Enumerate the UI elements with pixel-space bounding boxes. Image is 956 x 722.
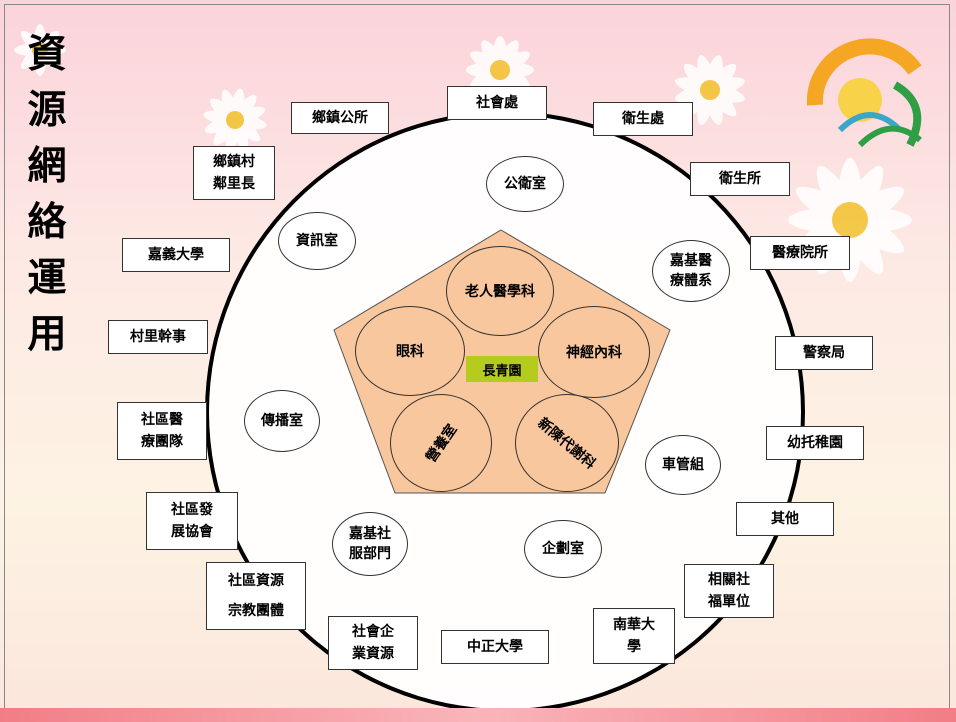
unit-communication: 傳播室 [244,390,320,452]
dept-label: 營養室 [421,420,461,466]
resource-box: 社會處 [447,86,547,120]
unit-vehicle: 車管組 [645,435,721,495]
center-label: 長青園 [466,356,538,382]
resource-label: 幼托稚園 [787,432,843,454]
resource-box: 社區發 展協會 [146,492,238,550]
resource-label: 衛生所 [719,168,761,190]
resource-label: 社區醫 療團隊 [141,409,183,453]
resource-label: 中正大學 [467,636,523,658]
resource-box: 社區醫 療團隊 [117,402,207,460]
resource-label: 村里幹事 [130,326,186,348]
bottom-band [0,708,956,722]
dept-neurology: 神經內科 [538,306,650,398]
resource-label: 嘉義大學 [148,244,204,266]
resource-box: 鄉鎮村 鄰里長 [193,146,275,200]
resource-label: 鄉鎮公所 [312,107,368,129]
dept-geriatrics: 老人醫學科 [446,246,554,336]
resource-label: 社會處 [476,92,518,114]
resource-box: 衛生所 [690,162,790,196]
resource-box: 衛生處 [593,102,693,136]
resource-box: 鄉鎮公所 [291,102,389,134]
resource-label: 社區發 展協會 [171,499,213,543]
dept-label: 神經內科 [566,342,622,362]
unit-label: 資訊室 [296,231,338,251]
unit-planning: 企劃室 [524,520,602,578]
dept-label: 老人醫學科 [465,281,535,301]
resource-box: 其他 [736,502,834,536]
unit-it: 資訊室 [278,212,356,270]
resource-box: 醫療院所 [750,236,850,270]
resource-label: 社區資源 宗教團體 [228,566,284,626]
unit-label: 嘉基社 服部門 [349,524,391,564]
resource-box: 嘉義大學 [122,238,230,272]
resource-box: 村里幹事 [108,320,208,354]
resource-label: 衛生處 [622,108,664,130]
dept-nutrition: 營養室 [390,394,492,492]
unit-medical-system: 嘉基醫 療體系 [652,240,730,302]
dept-metabolism: 新陳代謝科 [515,394,619,492]
unit-label: 企劃室 [542,539,584,559]
unit-label: 公衛室 [504,174,546,194]
resource-box: 幼托稚園 [766,426,864,460]
resource-label: 警察局 [803,342,845,364]
resource-box: 社區資源 宗教團體 [206,562,306,630]
unit-public-health: 公衛室 [486,156,564,212]
dept-label: 新陳代謝科 [534,413,600,473]
unit-label: 嘉基醫 療體系 [670,251,712,291]
resource-box: 社會企 業資源 [328,616,418,670]
resource-box: 南華大 學 [593,608,675,664]
resource-label: 其他 [771,508,799,530]
dept-ophthalmology: 眼科 [355,306,465,396]
unit-social-service: 嘉基社 服部門 [332,512,408,576]
resource-box: 中正大學 [441,630,549,664]
resource-box: 警察局 [775,336,873,370]
resource-box: 相關社 福單位 [684,564,774,618]
resource-label: 南華大 學 [613,614,655,658]
resource-label: 社會企 業資源 [352,621,394,665]
resource-label: 醫療院所 [772,242,828,264]
resource-label: 相關社 福單位 [708,569,750,613]
unit-label: 車管組 [662,455,704,475]
unit-label: 傳播室 [261,411,303,431]
dept-label: 眼科 [396,341,424,361]
resource-label: 鄉鎮村 鄰里長 [213,151,255,195]
